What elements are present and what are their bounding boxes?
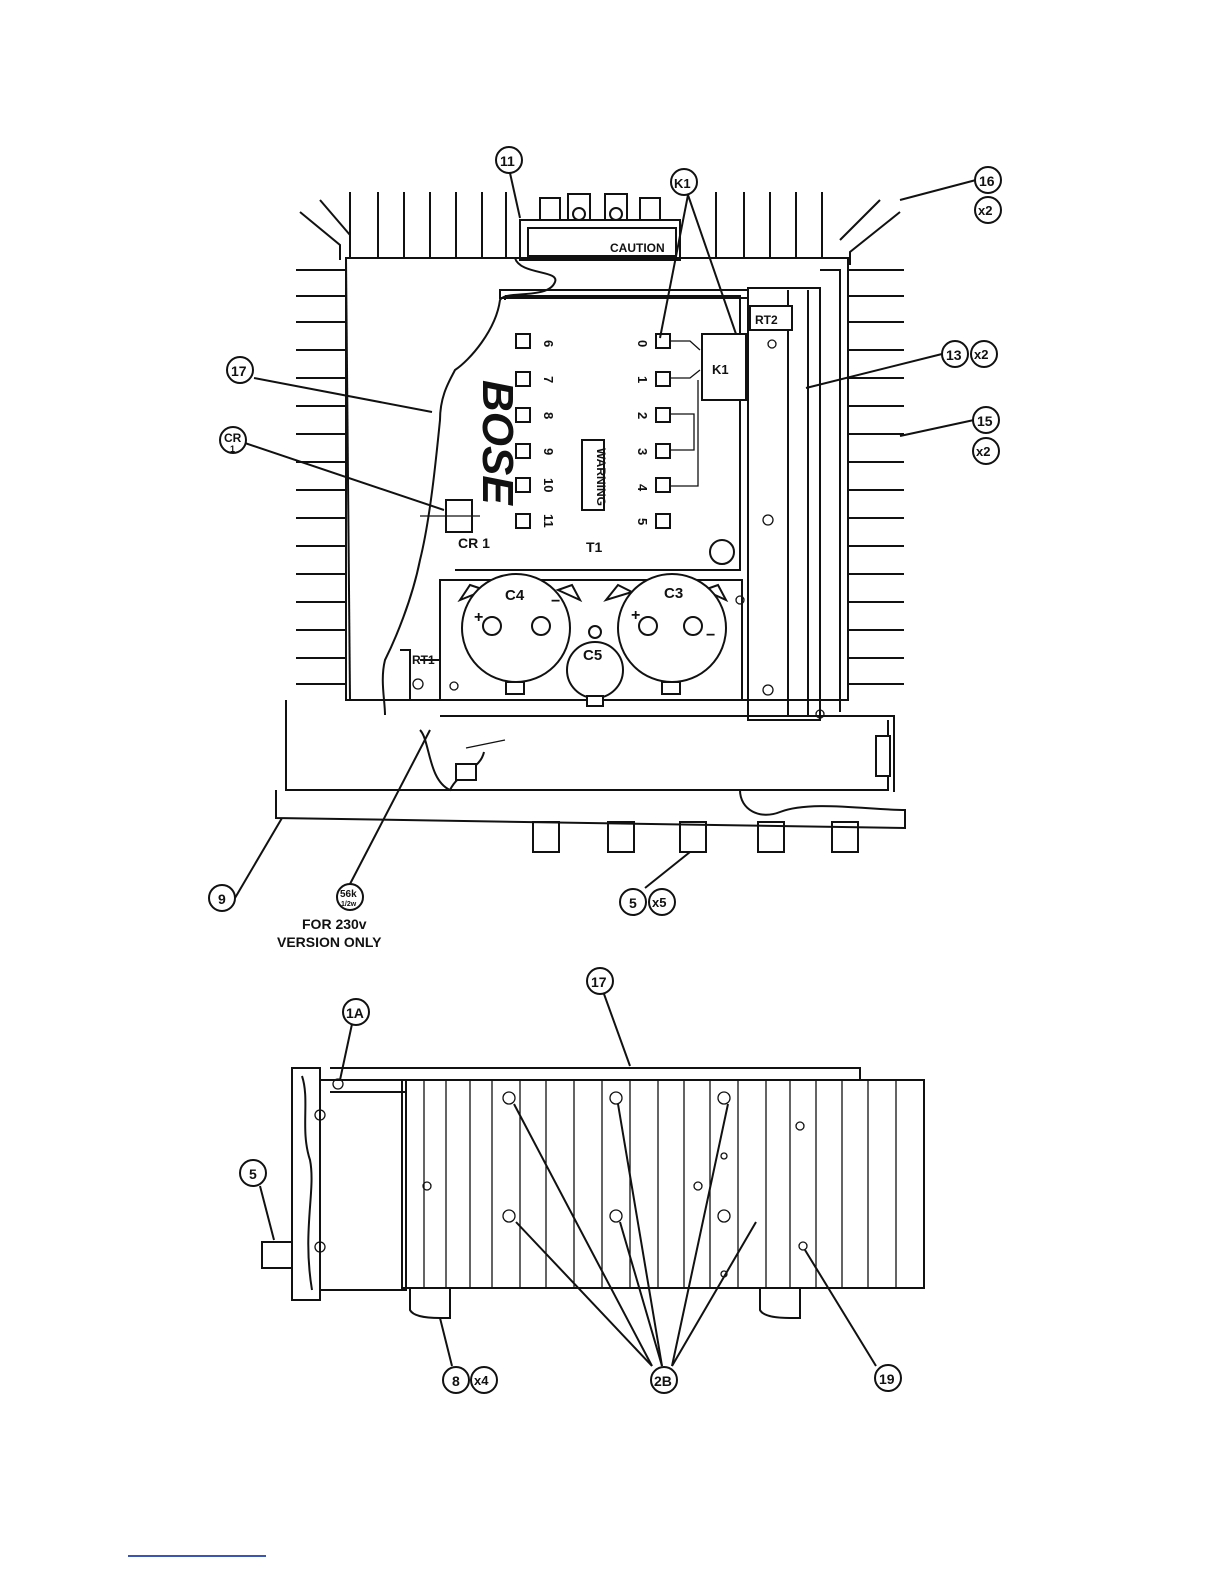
- callout-19: 19: [879, 1371, 895, 1387]
- heatsink-ribs: [424, 1080, 896, 1288]
- k1-box-label: K1: [712, 362, 729, 377]
- c4-label: C4: [505, 587, 525, 604]
- c3-plus: +: [631, 607, 640, 624]
- rt2-label: RT2: [755, 313, 778, 327]
- callouts-top: 11 K1 16 x2 13 x2 15 x2 17 CR 1 9 56k 1/…: [209, 147, 1001, 950]
- resistor-56k: [456, 764, 476, 780]
- heatsink-left-fins: [296, 270, 346, 684]
- rca-jacks: [540, 194, 660, 220]
- callout-13-qty: x2: [974, 347, 988, 362]
- front-panel-upper: [286, 700, 888, 790]
- callout-8: 8: [452, 1373, 460, 1389]
- callout-56k-sub: 1/2w: [341, 901, 357, 908]
- side-screws: [423, 1092, 807, 1277]
- terminal-strip-right: 0 1 2 3 4 5: [635, 334, 670, 528]
- c3-capacitor: C3 + −: [606, 574, 726, 694]
- front-panel: [276, 790, 905, 828]
- c4-plus: +: [474, 609, 483, 626]
- note-line-1: FOR 230v: [302, 916, 367, 932]
- c3-minus: −: [706, 627, 715, 644]
- callout-9: 9: [218, 891, 226, 907]
- cr1-label: CR 1: [458, 535, 490, 551]
- heatsink-right-fins: [848, 270, 904, 684]
- callout-2b: 2B: [654, 1373, 672, 1389]
- foot-right: [760, 1288, 800, 1318]
- side-knob: [262, 1242, 292, 1268]
- wire: [670, 341, 700, 350]
- terminal-1: 1: [635, 376, 650, 383]
- t1-label: T1: [586, 539, 603, 555]
- terminal-4: 4: [635, 484, 650, 492]
- terminal-10: 10: [541, 478, 556, 492]
- top-view: CAUTION RT2 K1 BOSE: [276, 192, 905, 852]
- callout-17-bottom: 17: [591, 974, 607, 990]
- warning-label: WARNING: [594, 448, 608, 506]
- c5-cap-label: C5: [583, 647, 602, 664]
- callout-cr-sub: 1: [230, 444, 235, 454]
- terminal-2: 2: [635, 412, 650, 419]
- c5-capacitor: C5: [567, 626, 623, 706]
- callout-56k: 56k: [340, 889, 357, 900]
- terminal-0: 0: [635, 340, 650, 347]
- terminal-6: 6: [541, 340, 556, 347]
- pan-hole: [710, 540, 734, 564]
- callout-15: 15: [977, 413, 993, 429]
- callout-17-top: 17: [231, 363, 247, 379]
- callouts-side: 17 1A 5 8 x4 2B 19: [240, 968, 901, 1393]
- c3-label: C3: [664, 585, 683, 602]
- callout-8-qty: x4: [474, 1373, 489, 1388]
- foot-left: [410, 1288, 450, 1318]
- callout-5: 5: [629, 895, 637, 911]
- callout-cr: CR: [224, 431, 242, 445]
- note-line-2: VERSION ONLY: [277, 934, 382, 950]
- callout-15-qty: x2: [976, 444, 990, 459]
- callout-11: 11: [500, 153, 515, 169]
- terminal-11: 11: [541, 514, 556, 528]
- top-cover: [330, 1068, 860, 1080]
- c4-minus: −: [551, 593, 560, 610]
- terminal-9: 9: [541, 448, 556, 455]
- caution-label: CAUTION: [610, 241, 665, 255]
- terminal-3: 3: [635, 448, 650, 455]
- output-rail: [748, 288, 820, 720]
- bose-logo: BOSE: [473, 380, 522, 506]
- footer-rule: [128, 1555, 266, 1557]
- terminal-8: 8: [541, 412, 556, 419]
- callout-k1: K1: [674, 176, 691, 191]
- brand-text: BOSE: [473, 380, 522, 506]
- leader-lines-side: [260, 994, 876, 1366]
- callout-5-qty: x5: [652, 895, 666, 910]
- terminal-5: 5: [635, 518, 650, 525]
- rt1-label: RT1: [412, 653, 435, 667]
- callout-1a: 1A: [346, 1005, 364, 1021]
- terminal-7: 7: [541, 376, 556, 383]
- side-heatsink: [402, 1080, 924, 1288]
- callout-16: 16: [979, 173, 995, 189]
- callout-5-side: 5: [249, 1166, 257, 1182]
- c4-capacitor: C4 + −: [460, 574, 580, 694]
- callout-16-qty: x2: [978, 203, 992, 218]
- callout-13: 13: [946, 347, 962, 363]
